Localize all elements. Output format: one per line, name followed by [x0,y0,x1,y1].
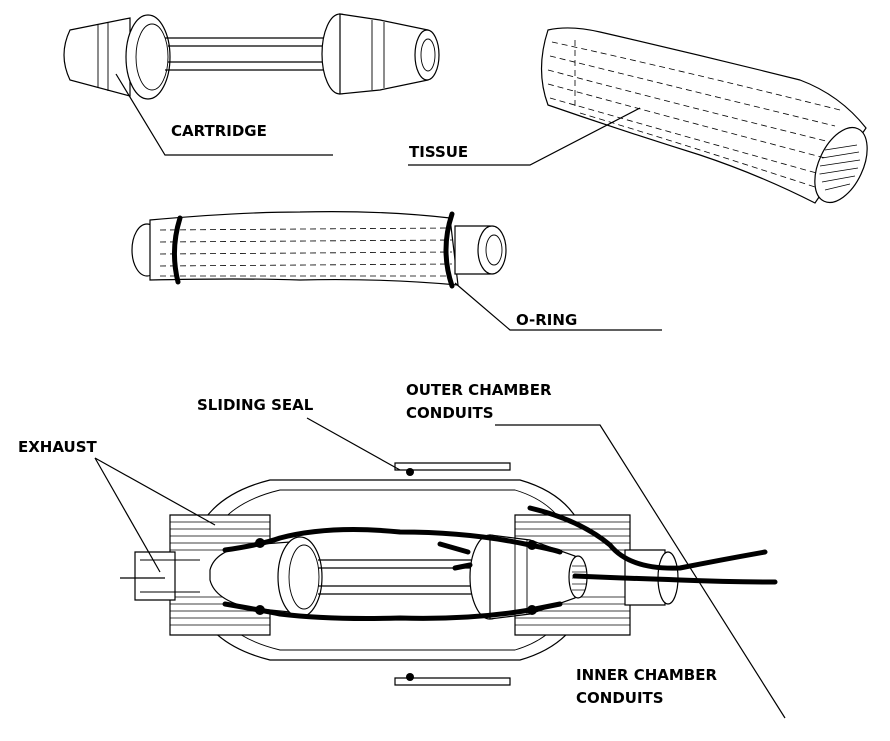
label-sliding-seal: SLIDING SEAL [197,396,314,414]
label-outer-chamber-line1: OUTER CHAMBER [406,381,552,399]
label-tissue: TISSUE [409,143,468,161]
label-outer-chamber-line2: CONDUITS [406,404,494,422]
label-o-ring: O-RING [516,311,577,329]
label-inner-chamber-line1: INNER CHAMBER [576,666,717,684]
label-cartridge: CARTRIDGE [171,122,267,140]
tissue-figure [408,27,868,204]
o-ring-figure [131,211,662,331]
label-inner-chamber-line2: CONDUITS [576,689,664,707]
chamber-figure [94,417,786,719]
label-exhaust: EXHAUST [18,438,97,456]
cartridge-figure [63,13,440,156]
